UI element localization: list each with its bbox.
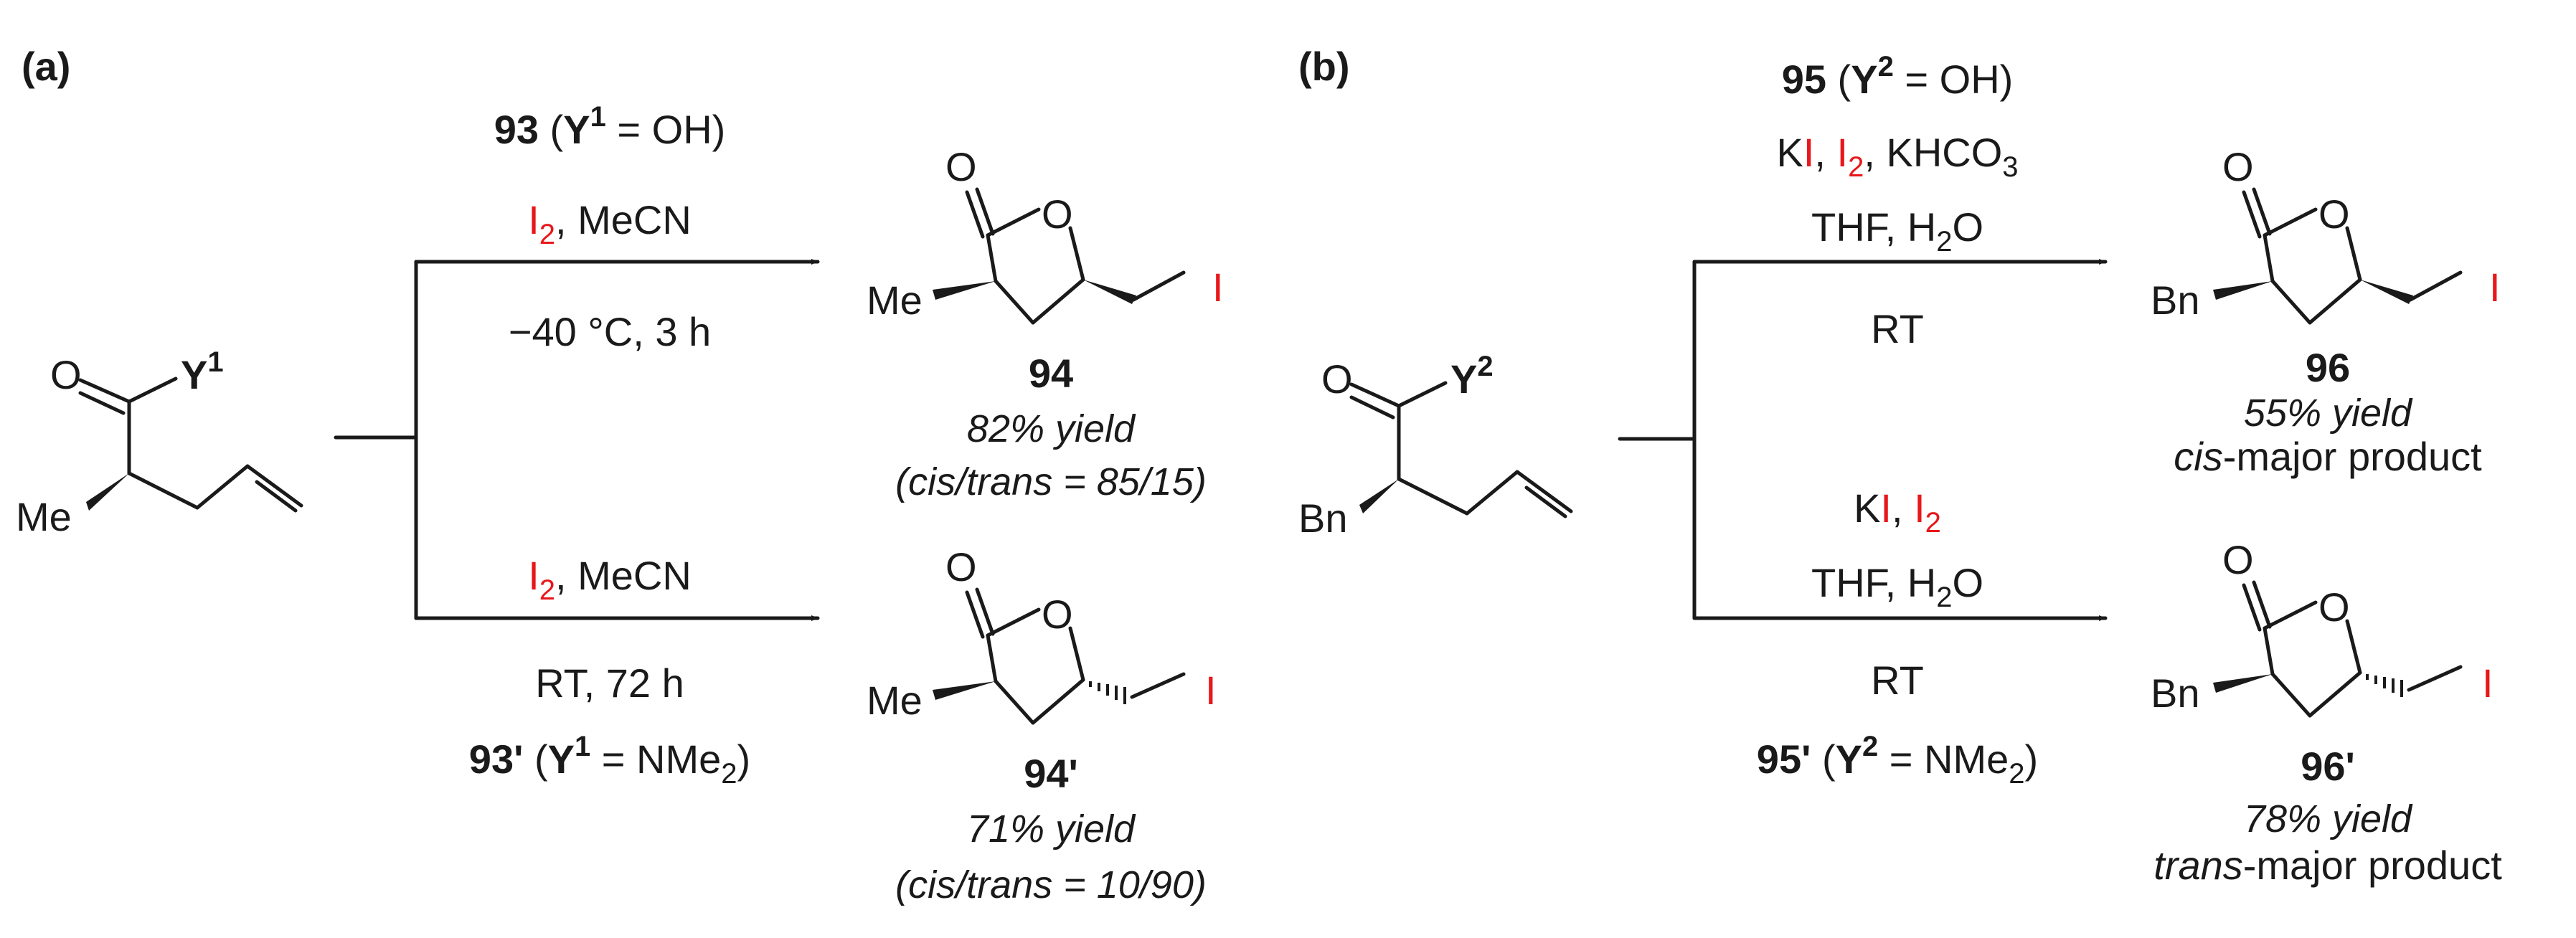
branch-arrows-a xyxy=(334,259,820,621)
carbonyl-oxygen-a: O xyxy=(50,352,82,397)
product-96-label: 96 xyxy=(2306,345,2350,390)
product-94-prime-yield: 71% yield xyxy=(967,807,1136,851)
svg-text:I: I xyxy=(1205,668,1217,713)
panel-label-a: (a) xyxy=(22,44,70,89)
reagent-95-prime: 95' (Y2 = NMe2) xyxy=(1757,731,2038,790)
svg-text:Me: Me xyxy=(867,678,923,723)
carbonyl-oxygen-b: O xyxy=(1321,356,1353,402)
product-96-structure: O O Bn I xyxy=(2151,144,2501,325)
conditions-iodine-bottom-a: I2, MeCN xyxy=(528,553,692,606)
product-94-prime-label: 94' xyxy=(1024,751,1078,796)
svg-text:O: O xyxy=(945,544,977,589)
product-96-selectivity: cis-major product xyxy=(2174,434,2482,479)
svg-text:Bn: Bn xyxy=(2151,671,2200,716)
conditions-solvent-top-b: THF, H2O xyxy=(1811,204,1983,257)
conditions-temp-bottom-a: RT, 72 h xyxy=(535,660,684,706)
reagent-95: 95 (Y2 = OH) xyxy=(1782,51,2014,102)
y2-label: Y2 xyxy=(1450,351,1494,402)
product-94-prime-ratio: (cis/trans = 10/90) xyxy=(895,863,1207,906)
svg-text:O: O xyxy=(945,144,977,189)
svg-text:O: O xyxy=(2222,144,2254,189)
svg-text:Bn: Bn xyxy=(2151,278,2200,323)
svg-text:O: O xyxy=(1042,191,1073,237)
branch-arrows-b xyxy=(1618,259,2108,621)
product-94-yield: 82% yield xyxy=(967,407,1136,450)
y1-label: Y1 xyxy=(181,346,224,397)
product-96-prime-label: 96' xyxy=(2301,744,2355,789)
product-94-prime-structure: O O Me I xyxy=(867,544,1217,725)
product-96-prime-structure: O O Bn I xyxy=(2151,537,2494,718)
conditions-temp-top-b: RT xyxy=(1871,306,1924,351)
product-94-structure: O O Me I xyxy=(867,144,1224,325)
reagent-93-prime: 93' (Y1 = NMe2) xyxy=(469,731,750,790)
product-96-prime-selectivity: trans-major product xyxy=(2153,843,2502,888)
reagent-93: 93 (Y1 = OH) xyxy=(494,101,726,152)
svg-text:Me: Me xyxy=(867,278,923,323)
starting-material-a: O Y1 Me xyxy=(16,346,303,539)
product-96-prime-yield: 78% yield xyxy=(2244,797,2413,840)
svg-text:O: O xyxy=(2318,191,2350,237)
panel-label-b: (b) xyxy=(1298,44,1350,89)
conditions-temp-bottom-b: RT xyxy=(1871,658,1924,703)
conditions-solvent-bottom-b: THF, H2O xyxy=(1811,560,1983,613)
product-94-label: 94 xyxy=(1029,351,1073,396)
conditions-reagents-bottom-b: KI, I2 xyxy=(1854,485,1941,539)
svg-text:O: O xyxy=(1042,592,1073,637)
conditions-reagents-top-b: KI, I2, KHCO3 xyxy=(1776,130,2018,183)
svg-text:I: I xyxy=(2489,265,2501,310)
conditions-iodine-top-a: I2, MeCN xyxy=(528,197,692,250)
svg-text:O: O xyxy=(2318,584,2350,630)
benzyl-substituent-b: Bn xyxy=(1298,496,1348,541)
starting-material-b: O Y2 Bn xyxy=(1298,351,1573,541)
svg-text:I: I xyxy=(2482,660,2494,706)
conditions-temp-top-a: −40 °C, 3 h xyxy=(509,309,711,354)
methyl-substituent-a: Me xyxy=(16,494,72,539)
svg-text:I: I xyxy=(1212,265,1224,310)
product-94-ratio: (cis/trans = 85/15) xyxy=(895,460,1207,503)
svg-text:O: O xyxy=(2222,537,2254,582)
product-96-yield: 55% yield xyxy=(2244,392,2413,435)
